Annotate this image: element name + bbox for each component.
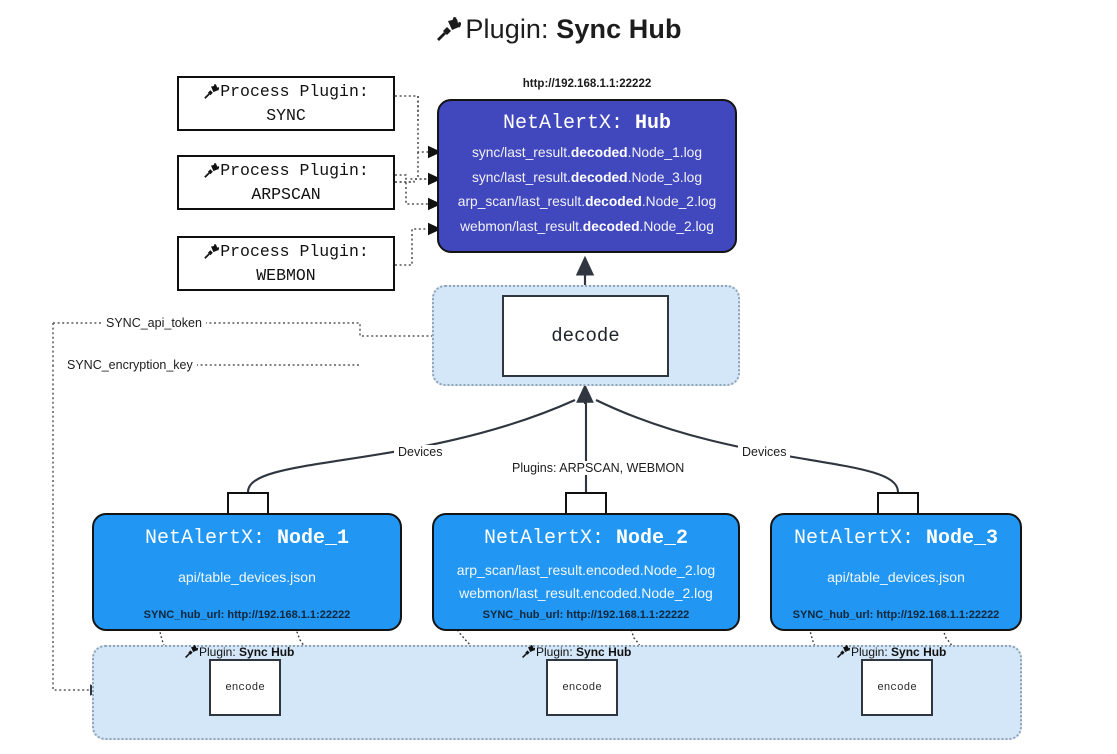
process-plugin-label: Process Plugin: (220, 160, 369, 180)
hub-log-list: sync/last_result.decoded.Node_1.log sync… (439, 141, 735, 240)
node-hub-url: SYNC_hub_url: http://192.168.1.1:22222 (482, 609, 690, 621)
plug-icon (184, 644, 199, 661)
node-title: NetAlertX: Node_3 (772, 527, 1020, 550)
node-log-list: api/table_devices.json (772, 566, 1020, 589)
hub-log-item: sync/last_result.decoded.Node_1.log (471, 145, 703, 160)
process-plugin-label: Process Plugin: (220, 241, 369, 261)
plug-icon (521, 644, 536, 661)
plug-icon (203, 243, 220, 265)
page-title: Plugin: Sync Hub (0, 14, 1117, 48)
hub-log-item: webmon/last_result.decoded.Node_2.log (460, 219, 714, 235)
encode-caption-name: Sync Hub (239, 645, 295, 659)
node-log-item: api/table_devices.json (827, 569, 965, 585)
node-title-name: Node_2 (616, 527, 689, 550)
hub-title-prefix: NetAlertX: (502, 112, 623, 135)
node-log-list: arp_scan/last_result.encoded.Node_2.log … (434, 559, 738, 604)
title-name: Sync Hub (556, 14, 682, 44)
process-plugin-box-sync[interactable]: Process Plugin: SYNC (177, 76, 395, 131)
encode-caption: Plugin: Sync Hub (184, 644, 295, 661)
hub-title: NetAlertX: Hub (439, 112, 735, 135)
node-hub-url: SYNC_hub_url: http://192.168.1.1:22222 (143, 609, 351, 621)
node-log-item: webmon/last_result.encoded.Node_2.log (459, 584, 713, 601)
process-plugin-name: WEBMON (256, 266, 316, 285)
process-plugin-box-arpscan[interactable]: Process Plugin: ARPSCAN (177, 155, 395, 210)
encode-caption-prefix: Plugin: (199, 645, 236, 659)
edge-label-encryption-key: SYNC_encryption_key (63, 358, 197, 372)
node-title-prefix: NetAlertX: (793, 527, 914, 550)
encode-box[interactable]: encode (861, 659, 933, 716)
hub-log-item: arp_scan/last_result.decoded.Node_2.log (457, 194, 717, 210)
encode-box[interactable]: encode (209, 659, 281, 716)
edge-label-devices-left: Devices (394, 445, 447, 459)
edge-label-plugins: Plugins: ARPSCAN, WEBMON (508, 461, 689, 475)
plug-icon (203, 162, 220, 184)
node-box-node-3[interactable]: NetAlertX: Node_3 api/table_devices.json… (770, 513, 1022, 631)
plug-icon (836, 644, 851, 661)
node-title-prefix: NetAlertX: (144, 527, 265, 550)
node-title: NetAlertX: Node_1 (94, 527, 400, 550)
process-plugin-name: ARPSCAN (251, 185, 321, 204)
encode-caption: Plugin: Sync Hub (836, 644, 947, 661)
encode-caption-prefix: Plugin: (851, 645, 888, 659)
edge-label-devices-right: Devices (738, 445, 791, 459)
process-plugin-label: Process Plugin: (220, 81, 369, 101)
encode-caption: Plugin: Sync Hub (521, 644, 632, 661)
plugin-to-hub-edges (395, 95, 442, 266)
plug-icon (435, 16, 462, 48)
encode-box[interactable]: encode (546, 659, 618, 716)
node-title: NetAlertX: Node_2 (434, 527, 738, 550)
encode-caption-prefix: Plugin: (536, 645, 573, 659)
title-prefix: Plugin: (465, 14, 549, 44)
hub-node-box[interactable]: NetAlertX: Hub sync/last_result.decoded.… (437, 99, 737, 253)
node-title-name: Node_3 (926, 527, 999, 550)
node-title-name: Node_1 (277, 527, 350, 550)
node-title-prefix: NetAlertX: (483, 527, 604, 550)
decode-box[interactable]: decode (502, 295, 669, 377)
plug-icon (203, 83, 220, 105)
node-hub-url: SYNC_hub_url: http://192.168.1.1:22222 (792, 609, 1000, 621)
node-log-item: api/table_devices.json (178, 569, 316, 585)
node-log-item: arp_scan/last_result.encoded.Node_2.log (456, 562, 716, 578)
node-box-node-2[interactable]: NetAlertX: Node_2 arp_scan/last_result.e… (432, 513, 740, 631)
encode-caption-name: Sync Hub (891, 645, 947, 659)
token-edges (52, 322, 496, 696)
hub-title-name: Hub (635, 112, 672, 135)
hub-log-item: sync/last_result.decoded.Node_3.log (471, 169, 703, 185)
process-plugin-box-webmon[interactable]: Process Plugin: WEBMON (177, 236, 395, 291)
node-box-node-1[interactable]: NetAlertX: Node_1 api/table_devices.json… (92, 513, 402, 631)
edge-label-api-token: SYNC_api_token (102, 316, 206, 330)
nodes-to-decode-edges (246, 383, 900, 493)
node-log-list: api/table_devices.json (94, 566, 400, 589)
encode-caption-name: Sync Hub (576, 645, 632, 659)
process-plugin-name: SYNC (266, 106, 306, 125)
hub-url-label: http://192.168.1.1:22222 (522, 78, 652, 90)
